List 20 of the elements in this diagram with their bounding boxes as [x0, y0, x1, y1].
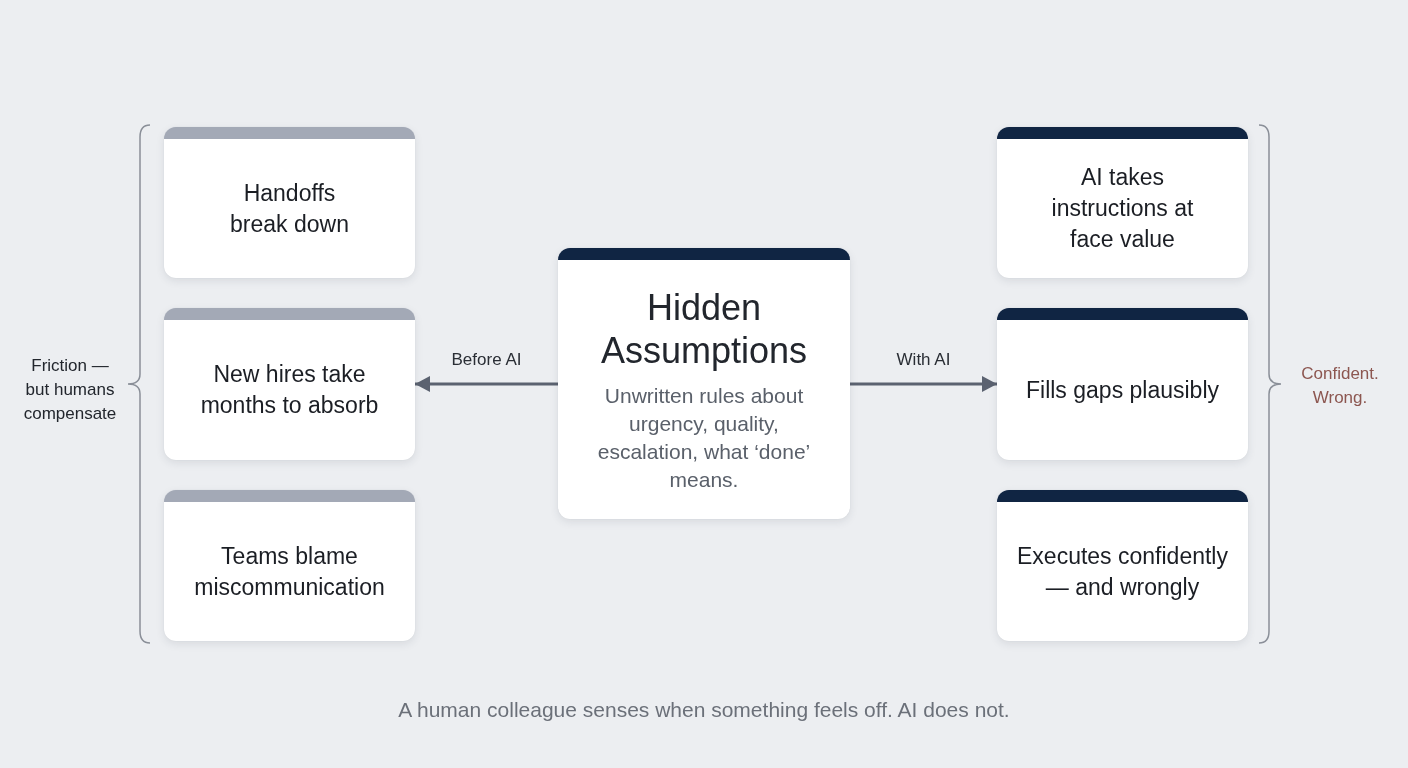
- card-text: Executes confidently — and wrongly: [1016, 541, 1229, 602]
- card-text: Handoffs break down: [229, 178, 350, 239]
- statement-card: [997, 490, 1248, 641]
- arrow: [415, 376, 558, 392]
- statement-card: [997, 308, 1248, 460]
- brace-label: Confident. Wrong.: [1300, 363, 1380, 409]
- statement-card: [164, 127, 415, 278]
- card-text: Teams blame miscommunication: [193, 541, 386, 602]
- card-title: Hidden Assumptions: [599, 285, 809, 372]
- caption: A human colleague senses when something feels off. AI does not.: [397, 697, 1011, 723]
- statement-card: [164, 308, 415, 460]
- brace-label: Friction — but humans compensate: [22, 355, 118, 425]
- statement-card: [997, 127, 1248, 278]
- statement-card: [164, 490, 415, 641]
- card-text: New hires take months to absorb: [199, 360, 380, 420]
- arrow: [850, 376, 997, 392]
- concept-card: [558, 248, 850, 519]
- card-text: Fills gaps plausibly: [1026, 375, 1219, 405]
- card-description: Unwritten rules about urgency, quality, escalation, what ‘done’ means.: [596, 382, 812, 493]
- card-text: AI takes instructions at face value: [1050, 163, 1195, 254]
